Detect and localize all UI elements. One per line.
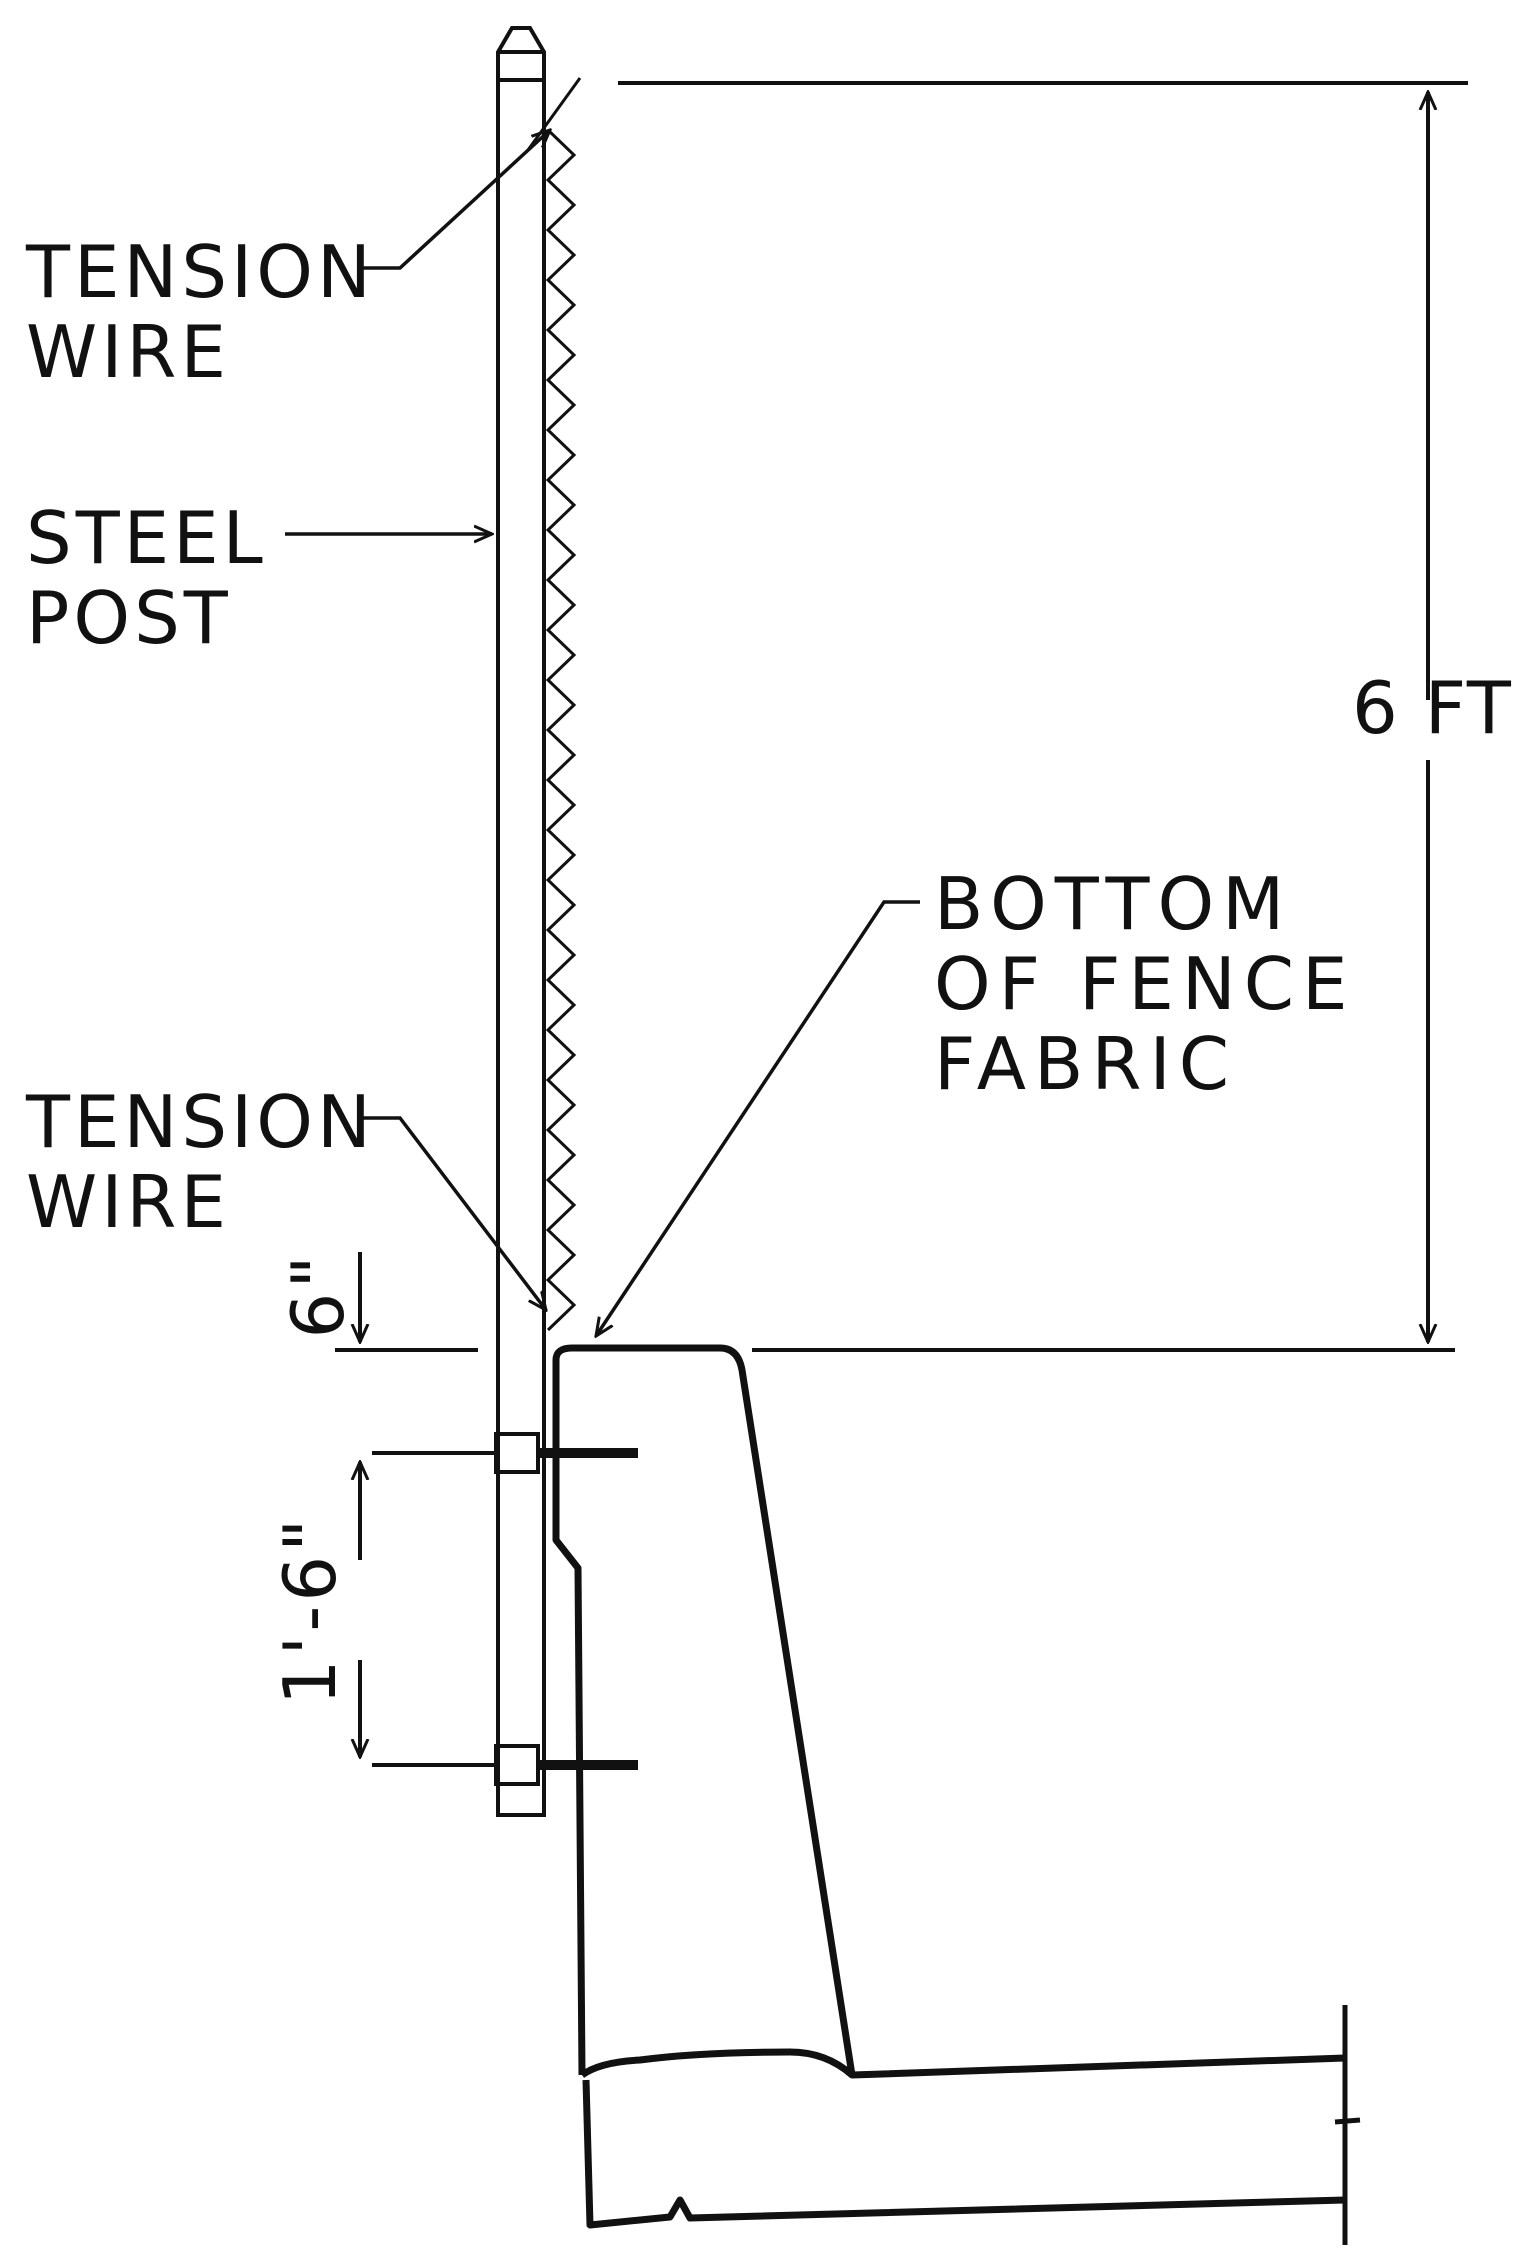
leader-bottom-fabric [596,900,920,1336]
label-dimension-6in: 6" [276,1251,360,1339]
label-bottom-fabric-2: OF FENCE [934,942,1356,1026]
label-bottom-fabric-1: BOTTOM [934,862,1293,946]
label-bottom-fabric-3: FABRIC [934,1022,1237,1106]
concrete-barrier [552,1344,1346,2229]
label-tension-wire-top-1: TENSION [26,230,375,314]
break-line [1334,2005,1361,2245]
dimension-6in [335,1252,478,1352]
label-dimension-6ft: 6 FT [1352,666,1513,750]
label-dimension-1ft6in: 1'-6" [268,1514,352,1706]
leader-lines [285,130,920,1336]
label-tension-wire-bottom-1: TENSION [26,1080,375,1164]
leader-bottom-tension-wire [358,1116,546,1310]
top-tension-wire-mark [526,77,582,151]
steel-post [496,26,546,1817]
label-steel-post-2: POST [26,576,232,660]
label-tension-wire-bottom-2: WIRE [26,1160,230,1244]
label-tension-wire-top-2: WIRE [26,310,230,394]
leader-top-tension-wire [358,130,550,270]
anchor-bolts [494,1432,638,1786]
label-steel-post-1: STEEL [26,496,267,580]
fence-fabric [545,128,577,1332]
dimension-1ft6in [360,1451,494,1767]
dimension-6ft [618,81,1468,1352]
